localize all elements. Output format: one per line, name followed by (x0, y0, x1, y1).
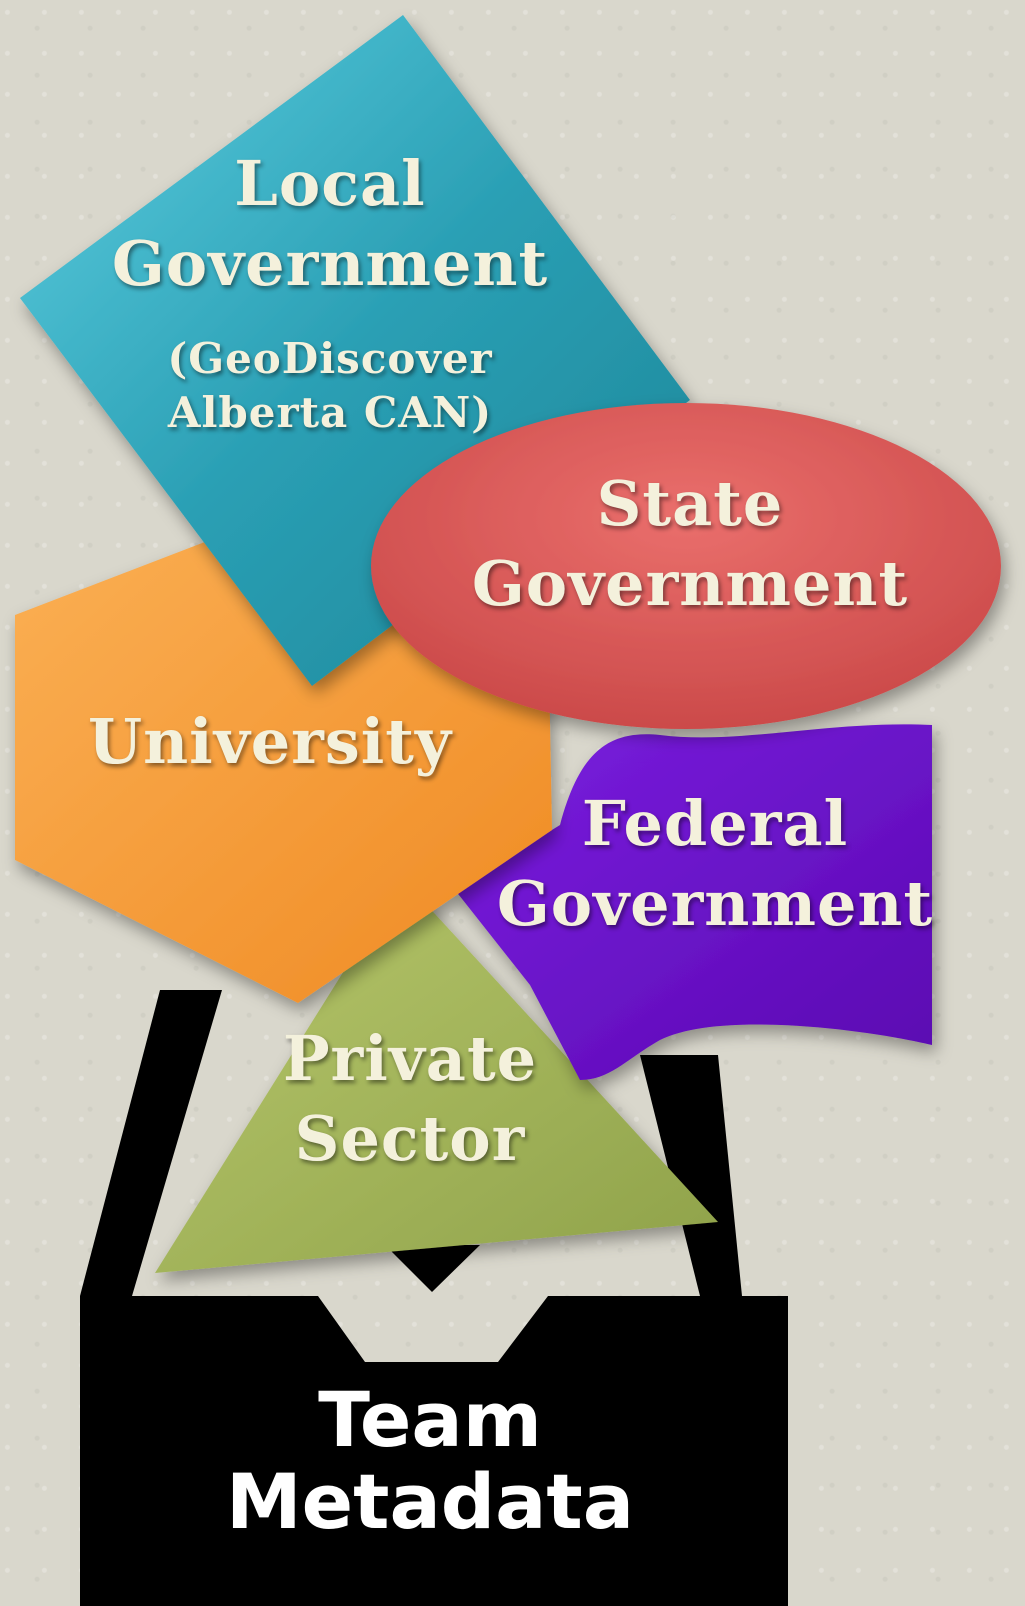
federal-government-line2: Government (496, 867, 934, 941)
federal-government-line1: Federal (581, 787, 849, 860)
local-government-subtitle: (GeoDiscover Alberta CAN) (80, 334, 580, 438)
team-metadata-line2: Metadata (225, 1457, 635, 1546)
private-sector-line2: Sector (294, 1102, 526, 1176)
local-government-line4: Alberta CAN) (167, 388, 493, 438)
private-sector-line1: Private (282, 1022, 538, 1095)
team-metadata-line1: Team (318, 1375, 542, 1464)
team-metadata-label: Team Metadata (130, 1382, 730, 1540)
private-sector-triangle (155, 878, 718, 1273)
local-government-line3: (GeoDiscover (167, 334, 493, 383)
federal-government-label: Federal Government (480, 787, 950, 941)
metadata-tray (80, 990, 788, 1606)
state-government-line1: State (596, 467, 784, 540)
state-government-label: State Government (430, 467, 950, 621)
university-line1: University (88, 705, 452, 778)
university-label: University (20, 705, 520, 778)
state-government-line2: Government (471, 547, 909, 621)
federal-government-banner (455, 724, 932, 1080)
local-government-title: Local Government (80, 147, 580, 301)
local-government-line1: Local (234, 147, 426, 220)
local-government-line2: Government (111, 227, 549, 301)
private-sector-label: Private Sector (230, 1022, 590, 1176)
state-government-ellipse (371, 403, 1001, 729)
